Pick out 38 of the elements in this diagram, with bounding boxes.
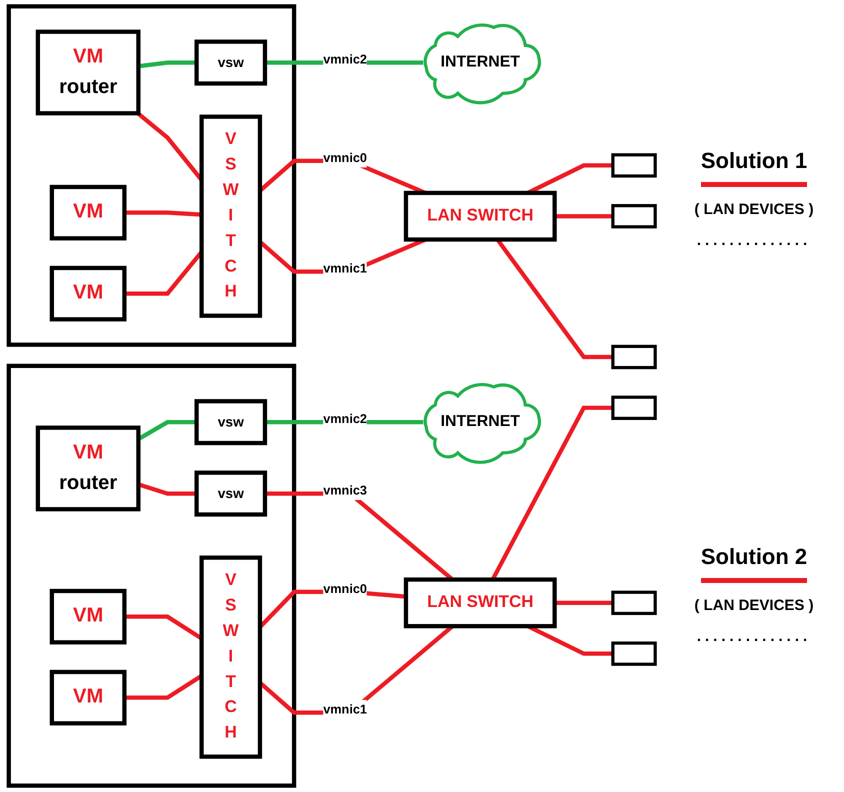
- node-box: [611, 590, 657, 616]
- edge-label: vmnic3: [323, 483, 367, 498]
- node-box: VM: [50, 184, 127, 240]
- edge-label: vmnic1: [323, 261, 367, 276]
- node-box: vsw: [194, 40, 268, 86]
- node-box: [611, 396, 657, 420]
- node-box: V S W I T C H: [200, 556, 262, 759]
- node-box: [611, 642, 657, 666]
- node-box: vsw: [194, 470, 268, 517]
- node-box: [611, 204, 657, 228]
- ellipsis-dots: ..............: [696, 232, 812, 248]
- node-box: [611, 153, 657, 178]
- node-box: [611, 344, 657, 370]
- cluster: [6, 364, 296, 788]
- node-box: VM: [50, 670, 127, 726]
- edge-label: vmnic1: [323, 702, 367, 717]
- edge-label: vmnic0: [323, 150, 367, 166]
- node-box: V S W I T C H: [200, 114, 262, 318]
- edge-label: vmnic0: [323, 581, 367, 596]
- ellipsis-dots: ..............: [696, 628, 812, 644]
- edge-label: vmnic2: [323, 52, 367, 67]
- connector: [554, 214, 613, 218]
- cluster: [6, 4, 296, 347]
- node-box: LAN SWITCH: [404, 190, 557, 242]
- node-box: VM: [50, 588, 127, 644]
- node-box: VM router: [36, 426, 140, 512]
- connector: [124, 210, 202, 217]
- connector: [554, 600, 613, 605]
- group-label: ( LAN DEVICES ): [694, 200, 814, 218]
- edge-label: vmnic2: [323, 412, 367, 426]
- section-heading: Solution 1: [700, 148, 808, 186]
- section-heading: Solution 2: [700, 544, 808, 582]
- connector: [138, 60, 197, 68]
- node-box: vsw: [194, 399, 268, 446]
- node-box: VM: [50, 266, 127, 322]
- node-box: VM router: [36, 30, 140, 116]
- group-label: ( LAN DEVICES ): [694, 596, 814, 614]
- node-box: LAN SWITCH: [404, 577, 557, 628]
